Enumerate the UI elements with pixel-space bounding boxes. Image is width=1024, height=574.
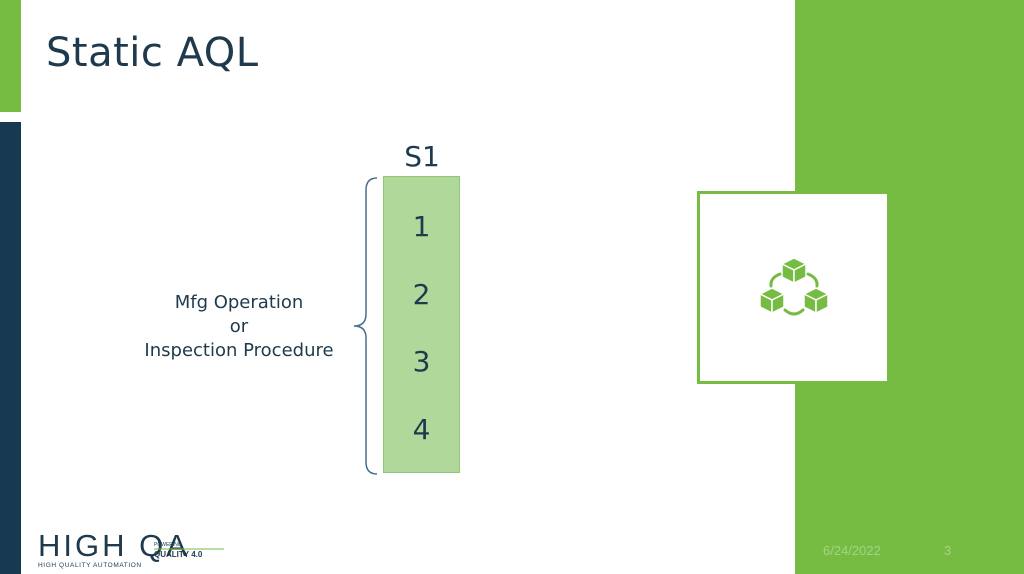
logo-powering-text: POWERING: [154, 542, 182, 548]
sample-item: 3: [412, 345, 431, 378]
footer-page-number: 3: [944, 543, 952, 558]
company-logo: HIGH QA HIGH QUALITY AUTOMATION POWERING…: [38, 530, 224, 569]
sample-item: 1: [412, 210, 431, 243]
curly-brace: [353, 177, 378, 475]
logo-main-text: HIGH QA: [38, 530, 190, 563]
brace-label-line: or: [229, 316, 249, 337]
slide-title: Static AQL: [46, 30, 259, 76]
column-header: S1: [404, 140, 440, 173]
footer-date: 6/24/2022: [823, 543, 881, 558]
icon-card: [697, 191, 890, 384]
left-accent-green: [0, 0, 21, 112]
brace-label-line: Inspection Procedure: [144, 340, 334, 361]
brace-label-line: Mfg Operation: [174, 292, 304, 313]
logo-tag-text: QUALITY 4.0: [154, 550, 203, 559]
connected-cubes-icon: [759, 257, 829, 316]
brace-label: Mfg Operation or Inspection Procedure: [124, 291, 354, 363]
logo-sub-text: HIGH QUALITY AUTOMATION: [38, 562, 142, 569]
sample-item: 4: [412, 413, 431, 446]
left-accent-navy: [0, 122, 21, 574]
sample-item: 2: [412, 278, 431, 311]
sample-column: 1 2 3 4: [383, 176, 460, 473]
